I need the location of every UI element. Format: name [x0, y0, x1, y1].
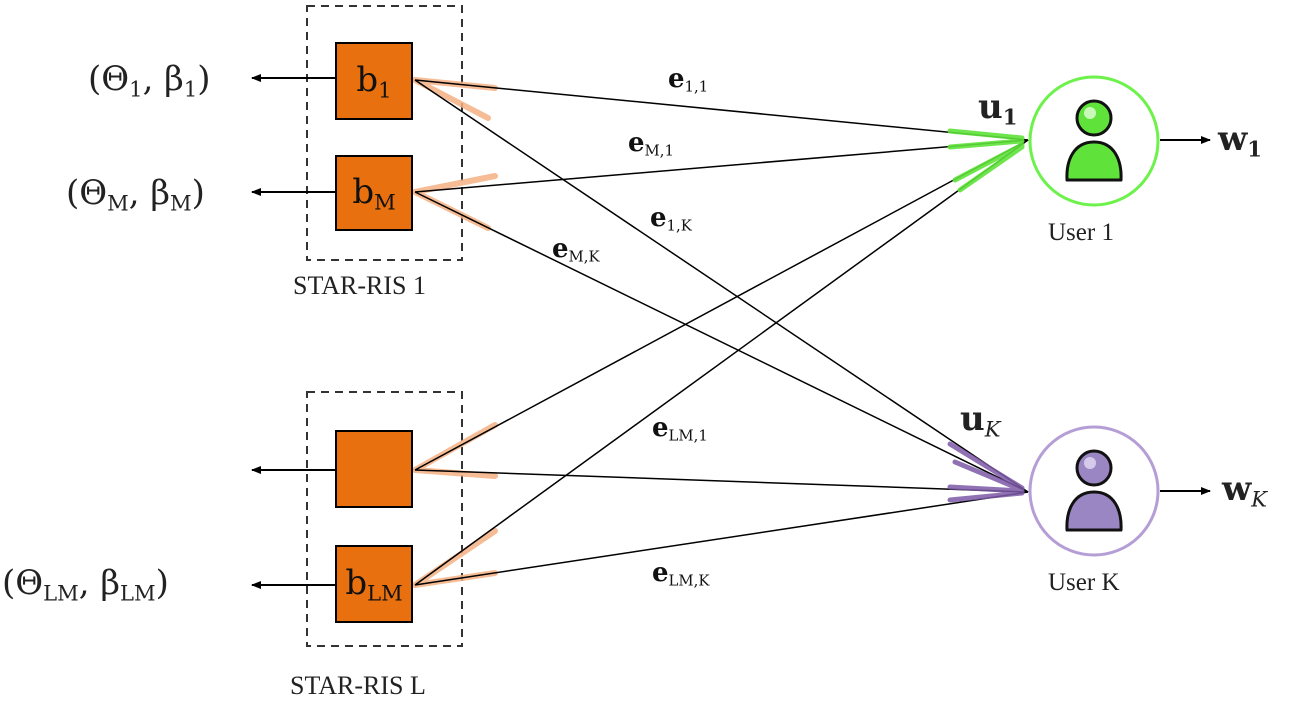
user1-weight-label: w1 — [1218, 119, 1262, 162]
channel-label-eLMK: eLM,K — [652, 558, 710, 590]
star-ris-l-panel — [306, 391, 463, 647]
channel-label-e11: e1,1 — [668, 64, 709, 96]
element-bM-label: bM — [352, 171, 396, 215]
userK-name: User K — [1048, 569, 1120, 596]
element-bM: bM — [335, 155, 413, 231]
userK-weight-label: wK — [1222, 469, 1268, 512]
userK-incoming-arrows — [947, 441, 1025, 503]
channel-label-eMK: eM,K — [552, 234, 600, 266]
output-label-b1: (Θ1, β1) — [88, 59, 211, 102]
user-icon — [1065, 99, 1123, 182]
star-ris-1-panel — [306, 5, 463, 261]
output-label-bM: (ΘM, βM) — [66, 173, 205, 216]
user1-receiver-label: u1 — [978, 87, 1018, 130]
channel-line-eM1 — [414, 139, 1029, 193]
element-b1-label: b1 — [356, 59, 392, 103]
channel-line-e1K — [414, 79, 1029, 493]
channel-line-eLM1 — [414, 139, 1029, 586]
channel-label-eM1: eM,1 — [628, 128, 674, 160]
channel-line-eL1-1 — [414, 139, 1029, 471]
user1-incoming-arrows — [947, 128, 1025, 193]
user1-name: User 1 — [1048, 219, 1114, 246]
channel-line-eLMK — [414, 491, 1029, 586]
channel-label-e1K: e1,K — [650, 203, 692, 235]
channel-lines — [414, 79, 1029, 586]
user-icon — [1065, 449, 1123, 532]
star-ris-1-caption: STAR-RIS 1 — [293, 271, 426, 300]
left-output-arrows — [251, 74, 335, 589]
star-ris-l-caption: STAR-RIS L — [290, 671, 426, 700]
element-bLM: bLM — [335, 545, 413, 623]
channel-line-eL1-K — [414, 469, 1029, 493]
element-b1: b1 — [335, 42, 413, 120]
orange-output-arrows — [412, 77, 498, 588]
output-label-bLM: (ΘLM, βLM) — [2, 563, 169, 606]
element-bLM-label: bLM — [345, 562, 403, 606]
channel-line-e11 — [414, 79, 1029, 141]
channel-line-eMK — [414, 191, 1029, 493]
element-bL1 — [335, 430, 413, 508]
userK-receiver-label: uK — [960, 399, 1001, 442]
channel-label-eLM1: eLM,1 — [652, 413, 708, 445]
